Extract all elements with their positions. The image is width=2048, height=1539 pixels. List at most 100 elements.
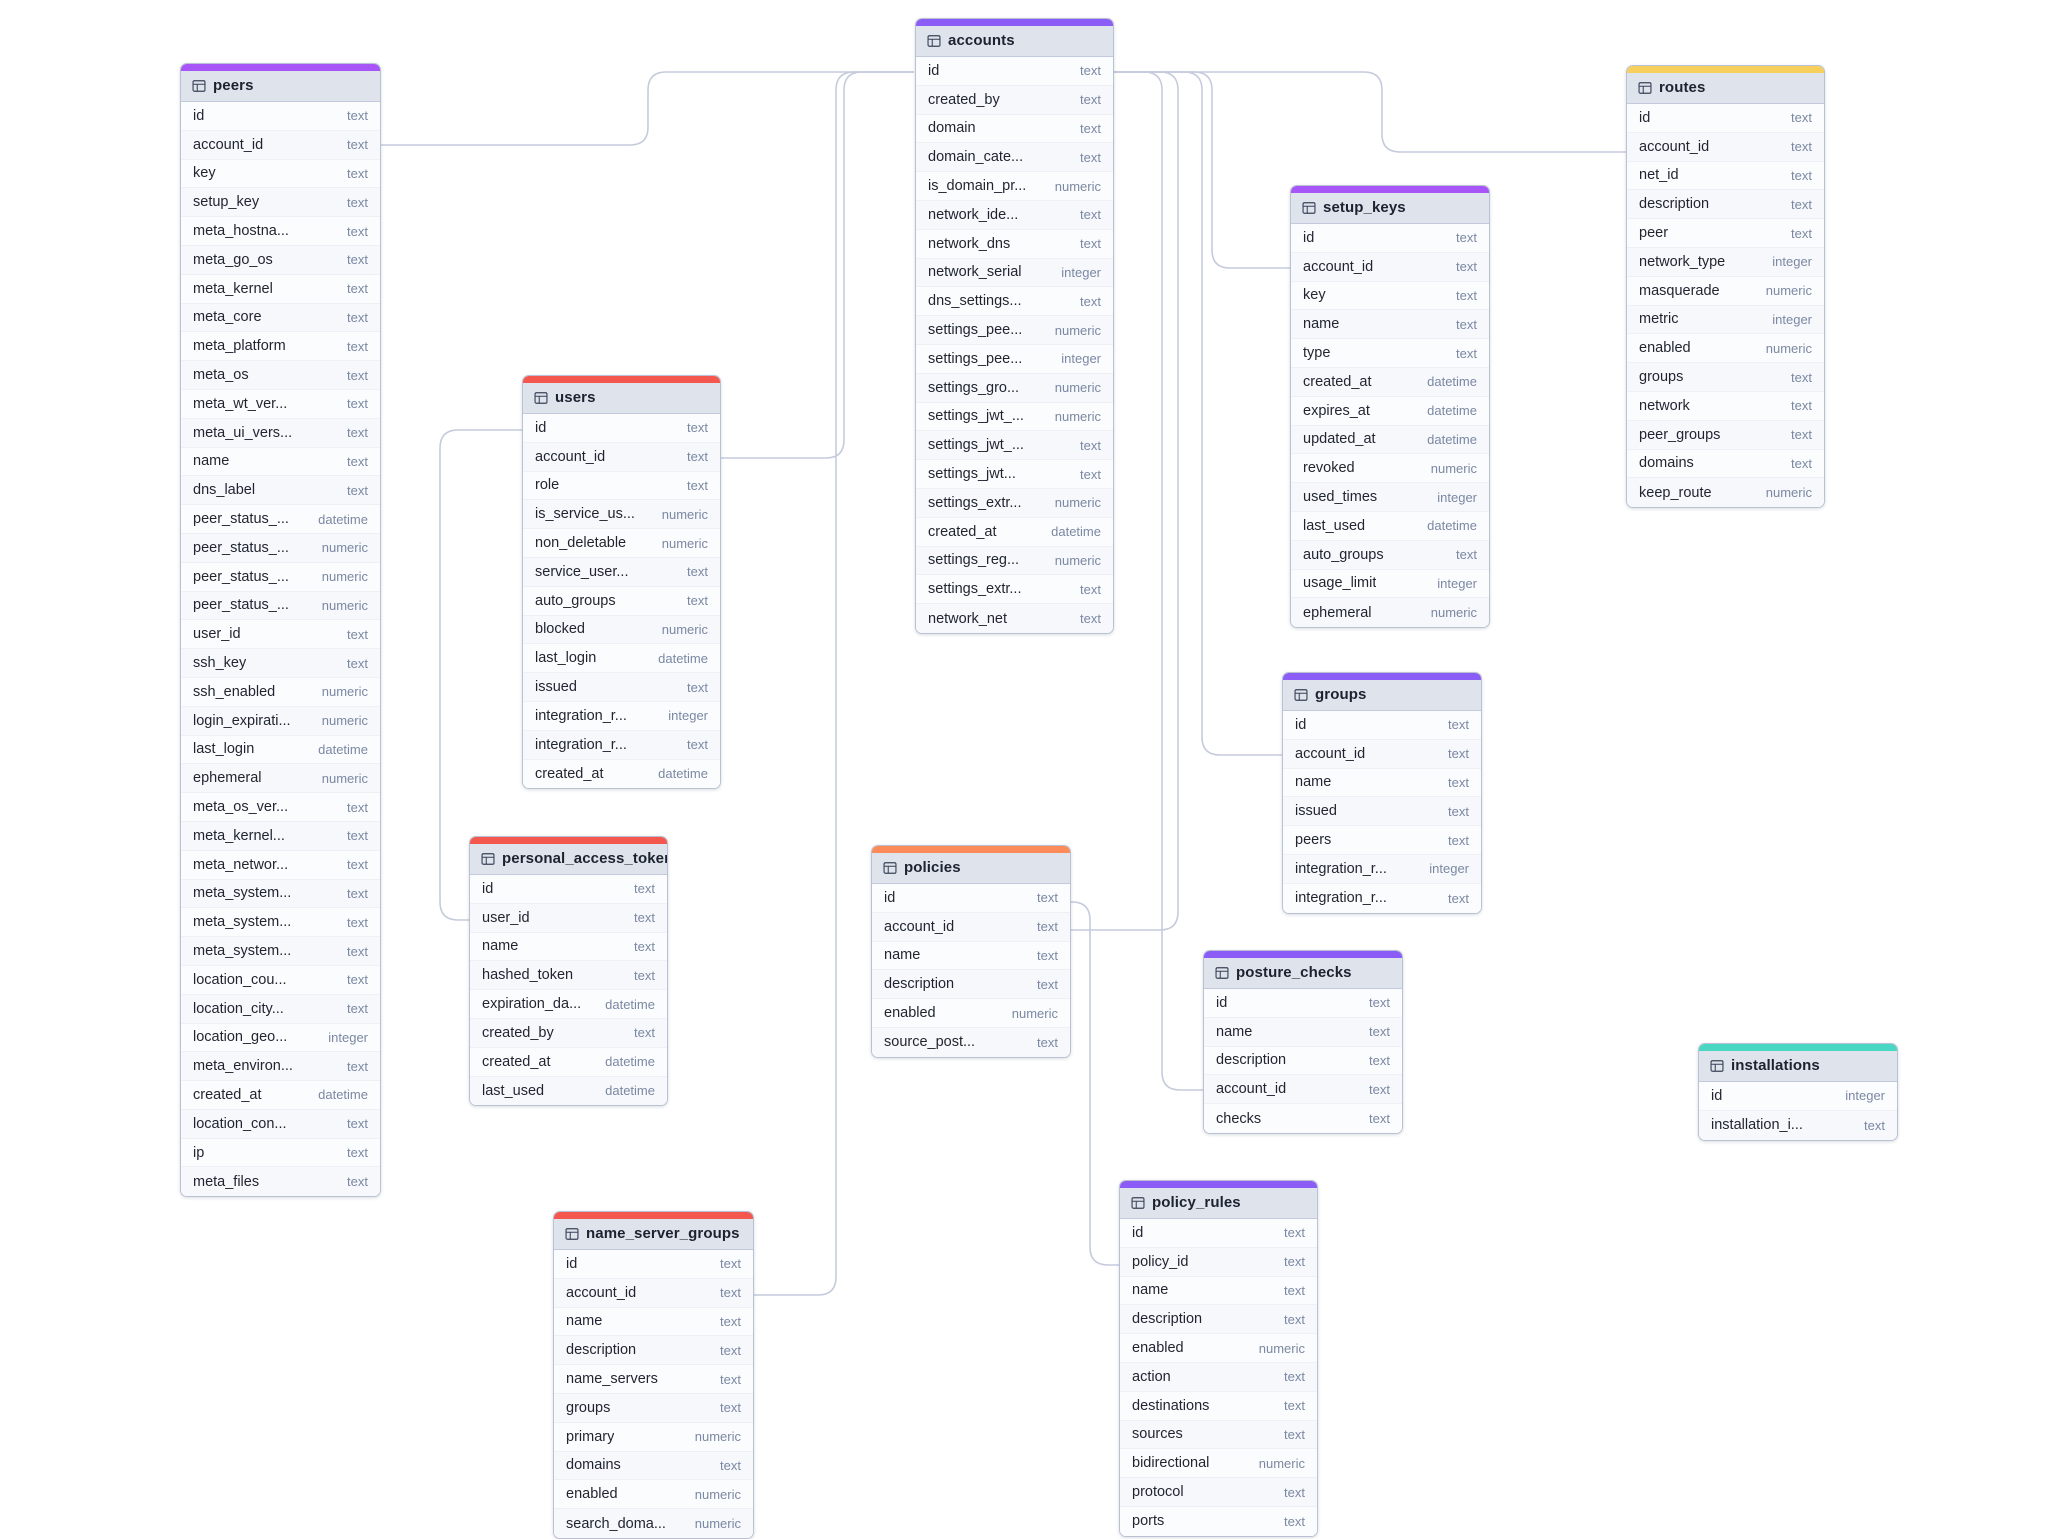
table-header[interactable]: installations: [1699, 1051, 1897, 1082]
table-row[interactable]: settings_pee...integer: [916, 344, 1113, 374]
table-row[interactable]: settings_jwt_...text: [916, 431, 1113, 461]
table-row[interactable]: meta_ui_vers...text: [181, 418, 380, 448]
table-row[interactable]: integration_r...text: [523, 730, 720, 760]
table-row[interactable]: meta_system...text: [181, 908, 380, 938]
table-row[interactable]: installation_i...text: [1699, 1110, 1897, 1140]
table-header[interactable]: routes: [1627, 73, 1824, 104]
table-row[interactable]: source_post...text: [872, 1027, 1070, 1057]
table-row[interactable]: service_user...text: [523, 557, 720, 587]
table-row[interactable]: settings_gro...numeric: [916, 373, 1113, 403]
table-header[interactable]: groups: [1283, 680, 1481, 711]
table-row[interactable]: peer_status_...numeric: [181, 533, 380, 563]
table-header[interactable]: posture_checks: [1204, 958, 1402, 989]
table-header[interactable]: name_server_groups: [554, 1219, 753, 1250]
table-row[interactable]: settings_extr...text: [916, 575, 1113, 605]
table-row[interactable]: peer_status_...numeric: [181, 562, 380, 592]
table-header[interactable]: setup_keys: [1291, 193, 1489, 224]
table-row[interactable]: settings_pee...numeric: [916, 316, 1113, 345]
table-row[interactable]: meta_environ...text: [181, 1052, 380, 1082]
table-row[interactable]: meta_os_ver...text: [181, 793, 380, 822]
table-row[interactable]: meta_wt_ver...text: [181, 389, 380, 419]
table-row[interactable]: location_geo...integer: [181, 1023, 380, 1053]
table-row[interactable]: integration_r...integer: [1283, 854, 1481, 884]
table-row[interactable]: location_con...text: [181, 1109, 380, 1139]
table-row[interactable]: domain_cate...text: [916, 143, 1113, 173]
table-header[interactable]: policy_rules: [1120, 1188, 1317, 1219]
table-row[interactable]: settings_jwt...text: [916, 460, 1113, 489]
table-header[interactable]: accounts: [916, 26, 1113, 57]
table-header[interactable]: users: [523, 383, 720, 414]
table-header[interactable]: personal_access_tokens: [470, 844, 667, 875]
table-row[interactable]: meta_system...text: [181, 937, 380, 966]
table-row[interactable]: dns_settings...text: [916, 287, 1113, 317]
table-header[interactable]: policies: [872, 853, 1070, 884]
